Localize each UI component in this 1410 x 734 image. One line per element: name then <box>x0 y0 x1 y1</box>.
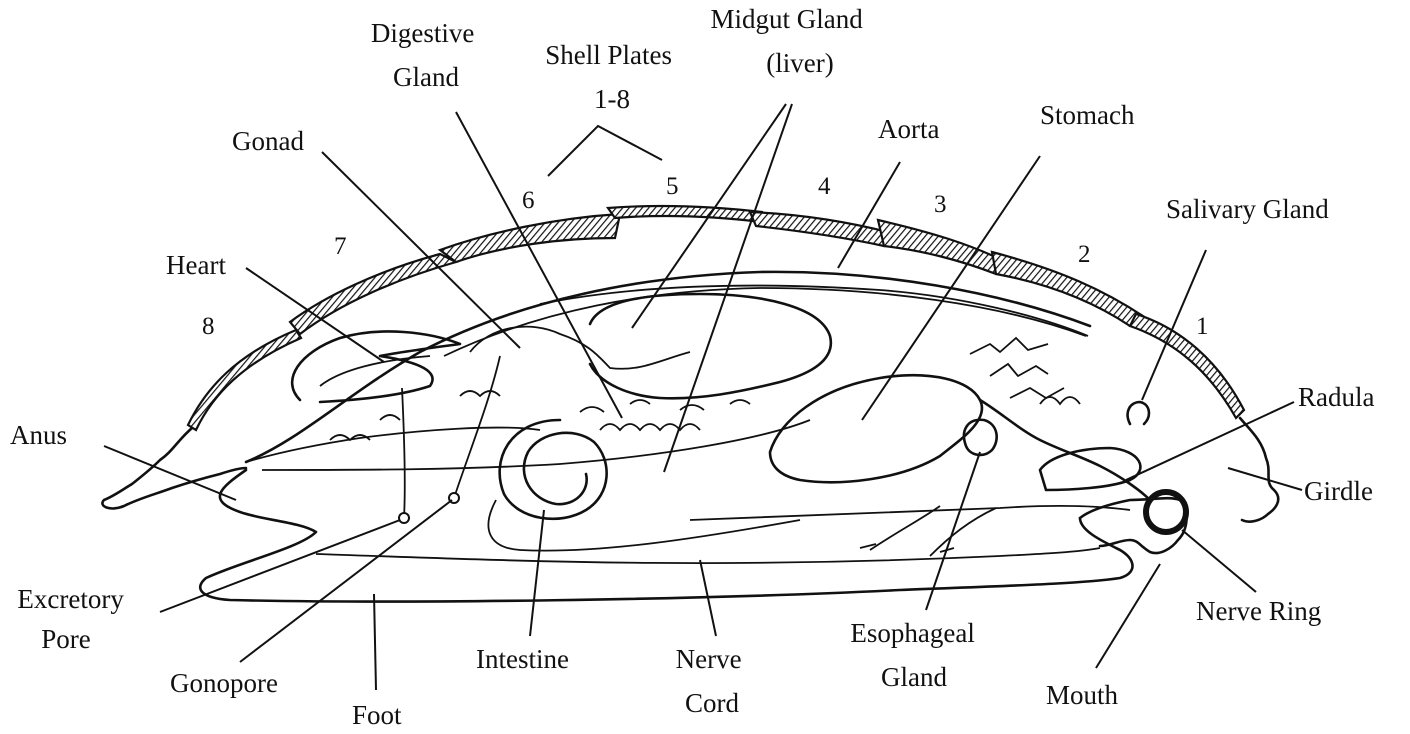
leader-anus <box>104 446 236 500</box>
label-esophageal-gland: Esophageal Gland <box>850 618 981 692</box>
shell-plate-1 <box>1130 314 1244 418</box>
plate-number-3: 3 <box>934 191 947 218</box>
mantle-cavity <box>262 420 810 470</box>
midgut-gland-shape <box>590 294 831 398</box>
label-girdle: Girdle <box>1304 476 1373 506</box>
label-digestive-gland: Digestive Gland <box>371 18 481 92</box>
label-gonad: Gonad <box>232 126 304 156</box>
shell-plate-5 <box>608 206 762 222</box>
leader-shell-plates <box>548 126 662 176</box>
label-radula: Radula <box>1298 382 1374 412</box>
label-heart: Heart <box>166 250 226 280</box>
excretory-pore-opening <box>399 513 409 523</box>
heart-shape <box>292 331 460 402</box>
label-stomach: Stomach <box>1040 100 1135 130</box>
plate-number-6: 6 <box>522 187 535 214</box>
intestine-coil <box>500 420 607 519</box>
label-midgut-gland: Midgut Gland (liver) <box>711 4 870 78</box>
shell-plate-4 <box>750 212 896 246</box>
salivary-gland-loop <box>1128 402 1149 424</box>
girdle-anterior <box>1240 418 1278 522</box>
intestine-tube <box>488 500 800 551</box>
shell-plate-7 <box>290 254 456 334</box>
label-nerve-ring: Nerve Ring <box>1196 596 1321 626</box>
label-excretory-pore: Excretory Pore <box>17 584 130 654</box>
shell-plate-8 <box>188 330 301 430</box>
excretory-duct <box>402 388 405 518</box>
plate-number-1: 1 <box>1196 313 1209 340</box>
foot-sole-line <box>316 548 1100 563</box>
girdle-posterior <box>102 428 246 508</box>
radula-sac <box>1040 448 1140 490</box>
leader-digestive-gland <box>456 112 622 418</box>
shell-plate-3 <box>878 220 1006 274</box>
leader-gonopore <box>240 500 452 662</box>
label-salivary-gland: Salivary Gland <box>1166 194 1329 224</box>
stomach-shape <box>770 375 982 482</box>
leader-intestine <box>530 510 544 636</box>
label-intestine: Intestine <box>476 644 569 674</box>
label-mouth: Mouth <box>1046 680 1119 710</box>
anterior-vessels <box>970 338 1080 404</box>
plate-number-2: 2 <box>1078 241 1091 268</box>
leader-girdle <box>1228 468 1302 490</box>
label-foot: Foot <box>352 700 402 730</box>
leader-aorta <box>838 162 900 268</box>
aorta-vessel <box>540 286 1088 336</box>
label-nerve-cord: Nerve Cord <box>676 644 749 718</box>
leader-nerve-ring <box>1182 530 1256 592</box>
plate-number-7: 7 <box>334 233 347 260</box>
label-shell-plates: Shell Plates 1-8 <box>545 40 679 114</box>
esophageal-gland-shape <box>964 420 997 455</box>
label-gonopore: Gonopore <box>170 668 278 698</box>
label-anus: Anus <box>10 420 67 450</box>
plate-number-4: 4 <box>818 173 831 200</box>
gonad-mass <box>470 327 690 369</box>
leader-foot <box>374 594 376 690</box>
intestine-rectum <box>246 428 540 462</box>
foot-outline <box>200 470 1132 602</box>
plate-number-8: 8 <box>202 313 215 340</box>
label-aorta: Aorta <box>878 114 939 144</box>
shell-plate-6 <box>440 214 620 262</box>
plate-number-5: 5 <box>666 173 679 200</box>
nerve-cord-line <box>690 506 1130 520</box>
